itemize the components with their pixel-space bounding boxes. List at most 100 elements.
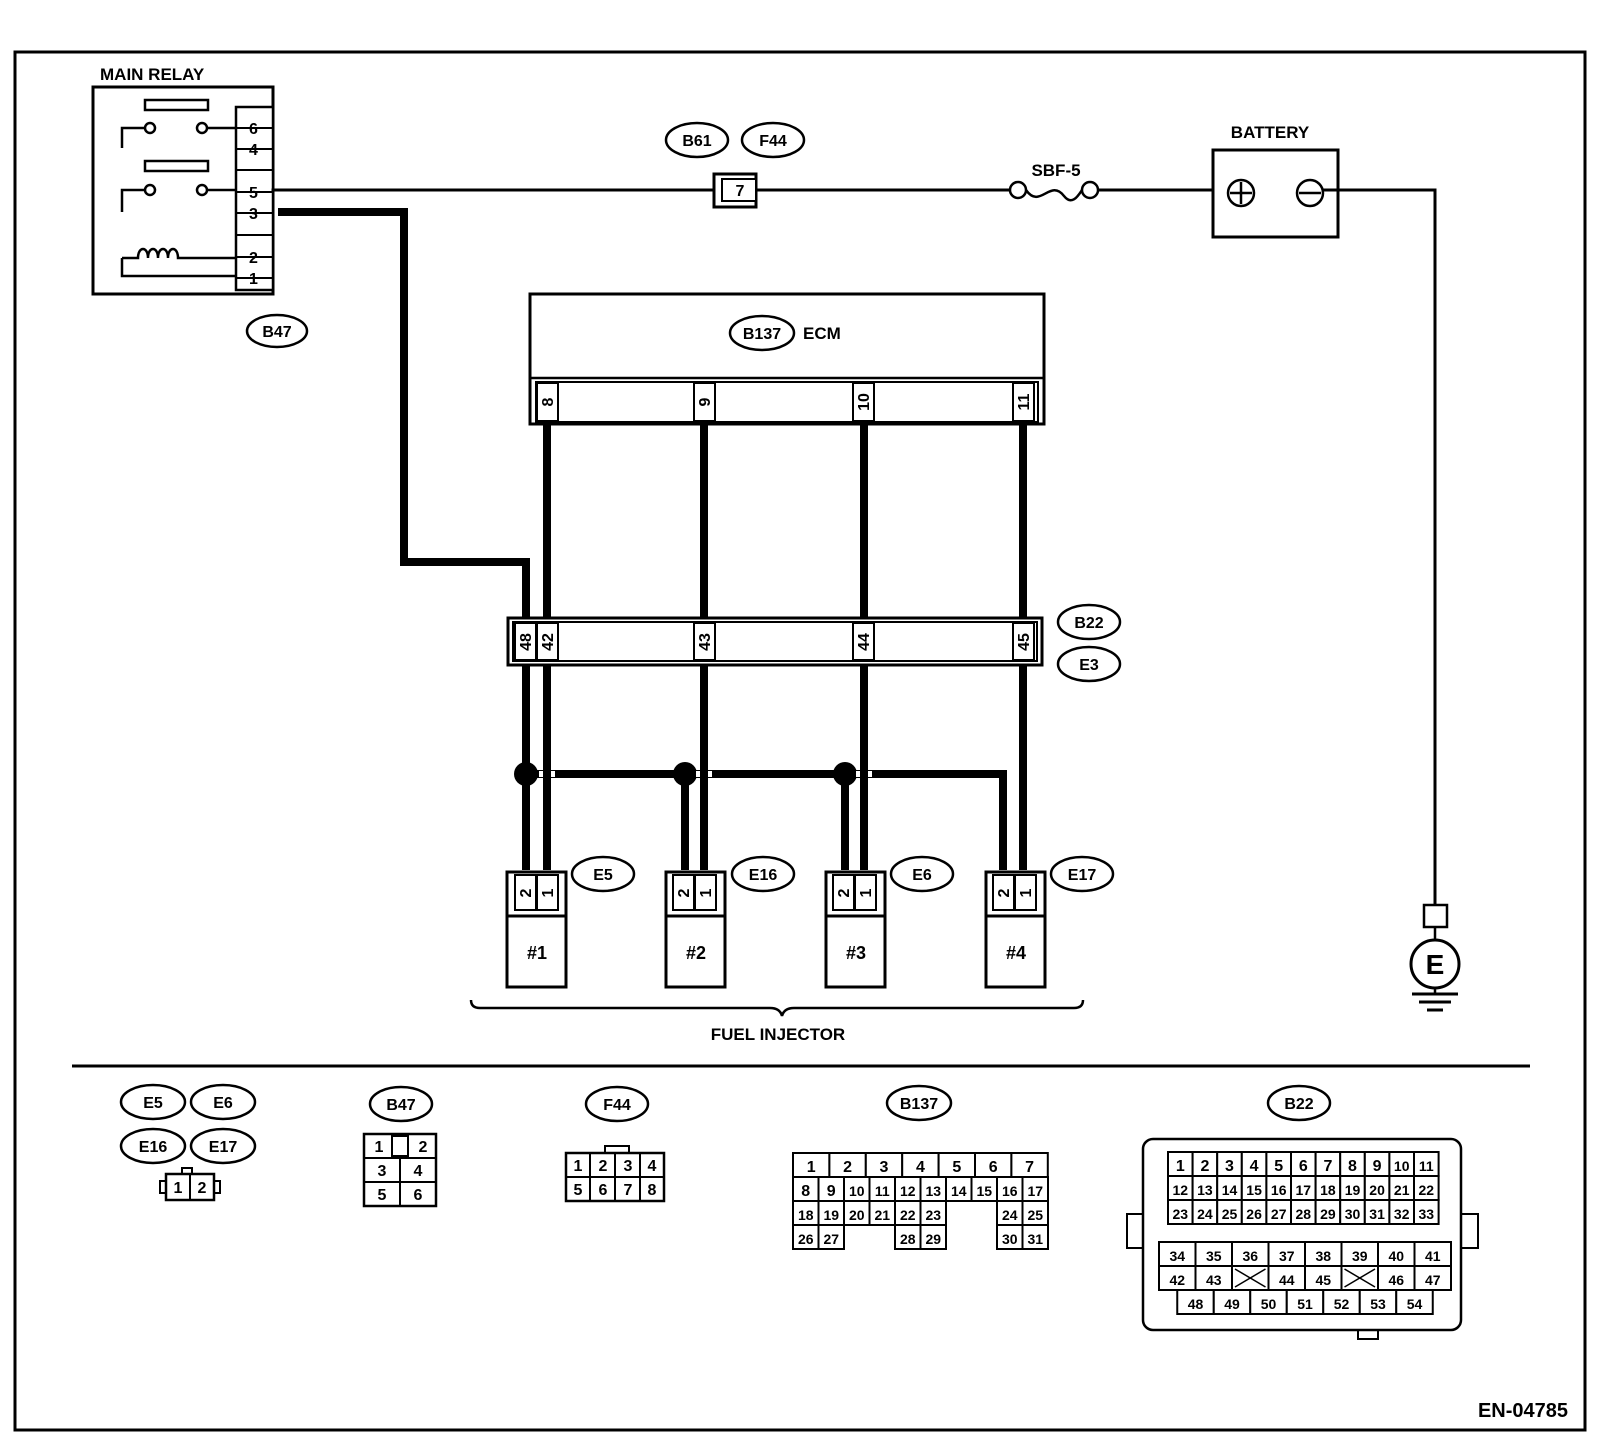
b22-pin-10: 10 [1394,1158,1410,1174]
b137-pin-26: 26 [798,1231,814,1247]
joint-pin-48: 48 [518,633,535,651]
battery-positive-icon [1226,178,1256,208]
joint-pin-43: 43 [697,633,714,651]
b22-pin-8: 8 [1348,1158,1357,1175]
b137-pin-18: 18 [798,1207,814,1223]
b22-pin-46: 46 [1388,1272,1404,1288]
view-f44-pin-6: 6 [599,1182,608,1199]
b22-pin-42: 42 [1169,1272,1185,1288]
b137-pin-30: 30 [1002,1231,1018,1247]
b22-pin-53: 53 [1370,1296,1386,1312]
view-e6-label: E6 [213,1095,233,1112]
b22-pin-41: 41 [1425,1248,1441,1264]
view-f44-pin-7: 7 [624,1182,633,1199]
b22-pin-37: 37 [1279,1248,1295,1264]
b137-pin-28: 28 [900,1231,916,1247]
b22-pin-36: 36 [1242,1248,1258,1264]
battery-label: BATTERY [1231,123,1310,142]
b22-pin-20: 20 [1369,1182,1385,1198]
injector-1-name: #1 [527,943,547,963]
main-relay-title: MAIN RELAY [100,65,205,84]
view-e5-label: E5 [143,1095,163,1112]
b137-pin-6: 6 [989,1159,998,1176]
b137-connector-label: B137 [743,326,781,343]
sbf5-label: SBF-5 [1031,161,1080,180]
b22-pin-30: 30 [1345,1206,1361,1222]
main-relay-pin-4: 4 [249,142,258,159]
b22-pin-35: 35 [1206,1248,1222,1264]
b137-pin-1: 1 [807,1159,816,1176]
view-f44-pin-1: 1 [574,1158,583,1175]
b22-pin-44: 44 [1279,1272,1295,1288]
b137-pin-11: 11 [875,1183,890,1199]
injector-3-pin-2: 2 [836,888,853,897]
b137-pin-23: 23 [925,1207,941,1223]
b61-connector-bubble [664,121,730,159]
injector-1-pin-2: 2 [518,888,535,897]
joint-pin-45: 45 [1016,633,1033,651]
b22-pin-14: 14 [1222,1182,1238,1198]
b22-pin-16: 16 [1271,1182,1287,1198]
b47-connector-label: B47 [262,324,291,341]
view-injector-pin-1: 1 [174,1180,183,1197]
b22-connector-bubble [1056,603,1122,641]
e6-connector-label: E6 [912,867,932,884]
b137-pin-20: 20 [849,1207,865,1223]
b22-pin-5: 5 [1274,1158,1283,1175]
ground-e-symbol [1409,903,1461,1012]
main-relay-pin-5: 5 [249,185,258,202]
e6-connector-bubble [889,855,955,893]
b137-pin-4: 4 [916,1159,925,1176]
fuel-injector-2: 2 1 #2 E16 [664,855,796,989]
b22-pin-24: 24 [1197,1206,1213,1222]
view-b47-pin-6: 6 [414,1187,423,1204]
diagram-id: EN-04785 [1478,1400,1568,1422]
b22-pin-3: 3 [1225,1158,1234,1175]
b137-pin-31: 31 [1027,1231,1043,1247]
splice-points [514,762,857,786]
view-b47-pin-5: 5 [378,1187,387,1204]
f44-connector-label: F44 [759,133,787,150]
b22-pin-21: 21 [1394,1182,1410,1198]
joint-pin-44: 44 [856,633,873,651]
e5-connector-bubble [570,855,636,893]
ecm-pin-11: 11 [1016,393,1033,410]
relay-switch-upper [120,98,236,148]
b22-pin-48: 48 [1188,1296,1204,1312]
view-f44-label: F44 [603,1097,631,1114]
view-f44-pin-4: 4 [648,1158,657,1175]
fuel-injector-brace [469,999,1085,1017]
injector-3-name: #3 [846,943,866,963]
b22-pin-17: 17 [1296,1182,1312,1198]
view-b47-pin-3: 3 [378,1163,387,1180]
injector-2-pin-1: 1 [698,888,715,897]
b22-pin-47: 47 [1425,1272,1441,1288]
b22-pin-28: 28 [1296,1206,1312,1222]
view-e17-label: E17 [209,1139,238,1156]
injector-4-pin-1: 1 [1018,888,1035,897]
joint-pin-42: 42 [540,633,557,651]
main-relay: MAIN RELAY 6 4 5 3 2 1 [91,65,309,349]
view-f44-pin-8: 8 [648,1182,657,1199]
b22-pin-52: 52 [1334,1296,1350,1312]
b61-connector-label: B61 [682,133,711,150]
view-b47-pin-1: 1 [375,1139,384,1156]
view-b47-pin-2: 2 [419,1139,428,1156]
b137-pin-22: 22 [900,1207,916,1223]
b137-pin-13: 13 [925,1183,941,1199]
b22-pin-26: 26 [1246,1206,1262,1222]
view-f44-pin-2: 2 [599,1158,608,1175]
main-relay-pin-1: 1 [249,271,258,288]
injector-2-pin-2: 2 [676,888,693,897]
b22-pin-19: 19 [1345,1182,1361,1198]
b22-pin-38: 38 [1315,1248,1331,1264]
injector-2-name: #2 [686,943,706,963]
view-injector-pin-2: 2 [198,1180,207,1197]
relay-coil [120,247,236,278]
b22-pin-45: 45 [1315,1272,1331,1288]
ecm-pin-8: 8 [540,397,557,406]
b22-pin-25: 25 [1222,1206,1238,1222]
b137-pin-29: 29 [925,1231,941,1247]
main-relay-pin-6: 6 [249,121,258,138]
